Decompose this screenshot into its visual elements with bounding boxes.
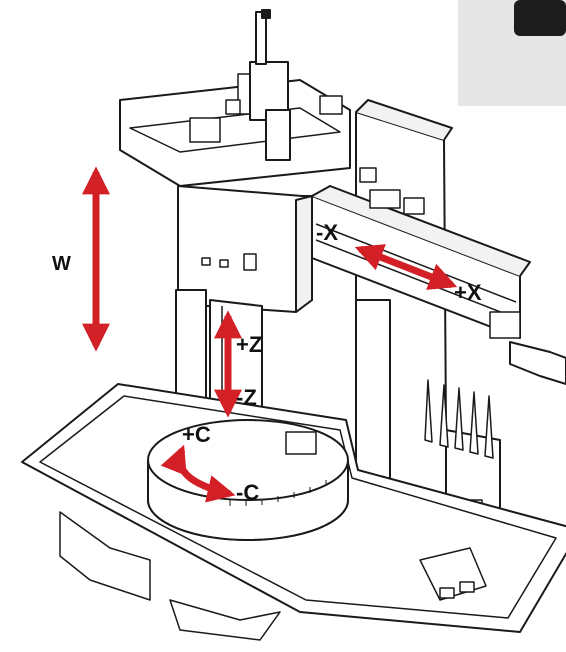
minus-c-label: -C — [236, 480, 259, 505]
c-axis-arrow — [160, 444, 236, 503]
plus-x-label: +X — [454, 280, 482, 305]
x-axis-arrow — [354, 244, 458, 290]
dark-control-key — [514, 0, 566, 36]
motion-arrows — [82, 166, 458, 503]
corner-inset-panel — [458, 0, 566, 106]
w-axis-label: W — [52, 253, 71, 275]
ram-housing — [177, 185, 313, 313]
plus-z-label: +Z — [236, 332, 262, 357]
axis-labels: W +Z -Z +C -C -X +X — [52, 220, 482, 505]
plus-c-label: +C — [182, 422, 211, 447]
table-graduation-ticks — [229, 480, 327, 506]
minus-z-label: -Z — [236, 385, 257, 410]
spindle-motor — [249, 9, 291, 161]
machine-drawing — [21, 9, 566, 641]
minus-x-label: -X — [316, 220, 338, 245]
